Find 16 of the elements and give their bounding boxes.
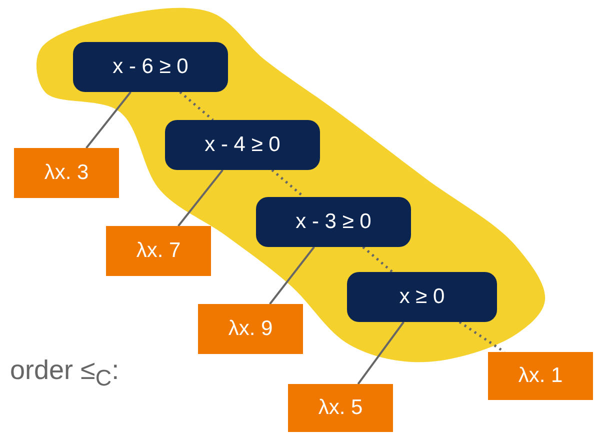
- caption-text: order ≤$_{C}$:: [10, 355, 120, 392]
- connector-line: [269, 246, 315, 305]
- condition-box: x - 6 ≥ 0: [73, 42, 228, 92]
- condition-box: x - 4 ≥ 0: [165, 120, 320, 170]
- dotted-line: [179, 91, 214, 121]
- result-box: λx. 7: [106, 226, 211, 276]
- connector-line: [178, 169, 224, 227]
- condition-box: x ≥ 0: [347, 272, 497, 322]
- dotted-line: [362, 246, 394, 273]
- connector-line: [86, 91, 132, 149]
- result-box: λx. 1: [488, 352, 593, 400]
- connector-line: [357, 321, 404, 385]
- condition-box: x - 3 ≥ 0: [256, 197, 411, 247]
- result-box: λx. 9: [198, 304, 303, 354]
- result-box: λx. 5: [288, 384, 393, 432]
- result-box: λx. 3: [14, 148, 119, 198]
